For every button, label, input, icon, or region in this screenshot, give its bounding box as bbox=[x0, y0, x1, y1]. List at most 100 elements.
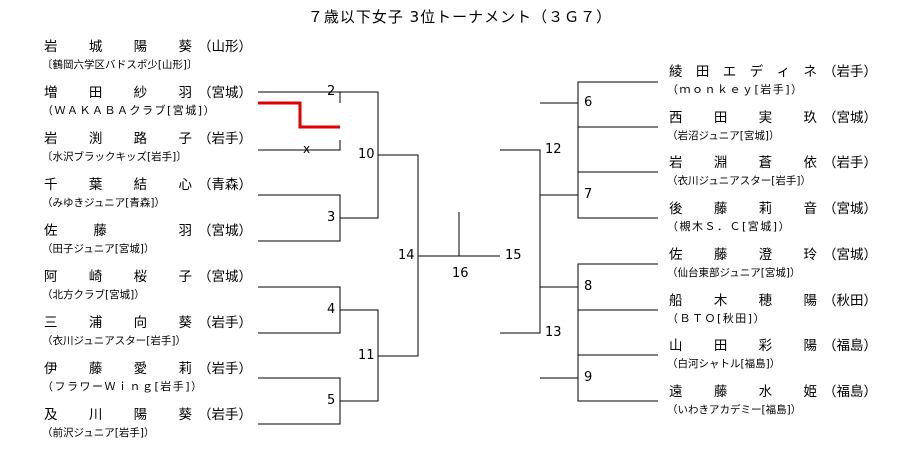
player-entry: 三浦向葵（岩手）（衣川ジュニアスター[岩手]） bbox=[40, 313, 252, 348]
player-prefecture: （宮城） bbox=[198, 269, 252, 285]
player-club: （いわきアカデミー[福島]） bbox=[667, 404, 802, 416]
player-name-char: 藤 bbox=[713, 247, 728, 263]
player-name-char: 葉 bbox=[88, 177, 103, 193]
match-12-number: 12 bbox=[545, 142, 562, 157]
bracket-line bbox=[540, 102, 579, 196]
player-name-char: 城 bbox=[88, 39, 103, 55]
match-7-number: 7 bbox=[584, 187, 593, 202]
player-prefecture: （宮城） bbox=[823, 110, 877, 126]
player-name-char: 実 bbox=[758, 110, 773, 126]
match-6-number: 6 bbox=[584, 95, 593, 110]
player-club: （みゆきジュニア[青森]） bbox=[42, 197, 165, 209]
final-match-number: 16 bbox=[452, 266, 469, 281]
player-name-char: 岩 bbox=[669, 155, 683, 171]
player-name: 綾田エディネ bbox=[669, 62, 817, 82]
player-entry: 岩城陽葵（山形）〔鶴岡六学区バドスポ少[山形]〕 bbox=[40, 37, 252, 72]
player-prefecture: （宮城） bbox=[823, 201, 877, 217]
player-name-char: 岩 bbox=[44, 39, 58, 55]
player-name-char: 田 bbox=[88, 85, 103, 101]
player-name: 阿崎桜子 bbox=[44, 267, 192, 287]
player-entry: 遠藤水姫（福島）（いわきアカデミー[福島]） bbox=[665, 382, 877, 417]
player-prefecture: （岩手） bbox=[198, 315, 252, 331]
player-prefecture: （岩手） bbox=[198, 407, 252, 423]
player-name-char: 愛 bbox=[133, 361, 148, 377]
walkover-mark: x bbox=[303, 142, 311, 156]
player-name: 岩城陽葵 bbox=[44, 37, 192, 57]
player-name-char: 田 bbox=[713, 110, 728, 126]
player-name-char: 羽 bbox=[178, 85, 192, 101]
player-prefecture: （宮城） bbox=[198, 223, 252, 239]
player-name-char: デ bbox=[749, 64, 764, 80]
player-name-char: 崎 bbox=[88, 269, 103, 285]
player-club: （前沢ジュニア[岩手]） bbox=[42, 427, 155, 439]
match-2-number: 2 bbox=[327, 84, 336, 99]
player-name-char: 綾 bbox=[669, 64, 683, 80]
player-name-char: 後 bbox=[669, 201, 683, 217]
player-name: 及川陽葵 bbox=[44, 405, 192, 425]
player-club: （仙台東部ジュニア[宮城]） bbox=[667, 267, 801, 279]
player-name-char: 藤 bbox=[713, 384, 728, 400]
player-name-char: 水 bbox=[758, 384, 773, 400]
player-name-char: 羽 bbox=[178, 223, 192, 239]
player-club: （衣川ジュニアスター[岩手]） bbox=[42, 335, 186, 347]
player-entry: 佐藤澄玲（宮城）（仙台東部ジュニア[宮城]） bbox=[665, 245, 877, 280]
player-name-char: 及 bbox=[44, 407, 58, 423]
player-name-char: 心 bbox=[178, 177, 192, 193]
player-name-char: 姫 bbox=[803, 384, 817, 400]
player-entry: 佐藤羽 （宮城） （田子ジュニア[宮城]） bbox=[40, 221, 252, 256]
player-name-char: 岩 bbox=[44, 131, 58, 147]
player-club: （田子ジュニア[宮城]） bbox=[42, 243, 155, 255]
player-name-char: 穂 bbox=[758, 293, 773, 309]
match-15-number: 15 bbox=[505, 248, 522, 263]
player-club: （フラワーＷｉｎｇ[岩手]） bbox=[42, 380, 204, 393]
bracket-line bbox=[577, 81, 658, 128]
player-name-char: 莉 bbox=[758, 201, 773, 217]
player-name-char: ィ bbox=[776, 64, 791, 80]
player-name-char: 陽 bbox=[803, 338, 817, 354]
player-name-char: 川 bbox=[88, 407, 103, 423]
player-name: 西田実玖 bbox=[669, 108, 817, 128]
match-5-number: 5 bbox=[327, 393, 336, 408]
player-entry: 阿崎桜子（宮城）（北方クラブ[宮城]） bbox=[40, 267, 252, 302]
player-club: 〔水沢ブラックキッズ[岩手]〕 bbox=[42, 151, 187, 163]
player-name-char: 音 bbox=[803, 201, 817, 217]
player-club: （槻木Ｓ．Ｃ[宮城]） bbox=[667, 220, 792, 233]
player-name-char: ネ bbox=[803, 64, 817, 80]
player-club: （岩沼ジュニア[宮城]） bbox=[667, 130, 780, 142]
player-prefecture: （秋田） bbox=[823, 293, 877, 309]
player-name-char: 蒼 bbox=[758, 155, 773, 171]
player-name-char: 田 bbox=[695, 64, 710, 80]
player-name-char: 田 bbox=[713, 338, 728, 354]
player-name-char: 千 bbox=[44, 177, 58, 193]
player-name-char: 桜 bbox=[133, 269, 148, 285]
player-name-char: 佐 bbox=[44, 223, 58, 239]
bracket-line bbox=[500, 149, 541, 334]
player-name-char: 藤 bbox=[88, 361, 103, 377]
player-name-char: 玖 bbox=[803, 110, 817, 126]
match-8-number: 8 bbox=[584, 279, 593, 294]
match-9-number: 9 bbox=[584, 370, 593, 385]
player-name-char: 佐 bbox=[669, 247, 683, 263]
match-4-number: 4 bbox=[327, 302, 336, 317]
player-name-char: 山 bbox=[669, 338, 683, 354]
player-name-char: 木 bbox=[713, 293, 728, 309]
player-entry: 岩渕路子（岩手）〔水沢ブラックキッズ[岩手]〕 bbox=[40, 129, 252, 164]
player-name-char: 三 bbox=[44, 315, 58, 331]
player-name-char: 陽 bbox=[133, 407, 148, 423]
player-name: 佐藤羽 bbox=[44, 221, 192, 241]
player-prefecture: （岩手） bbox=[198, 361, 252, 377]
player-club: 〔鶴岡六学区バドスポ少[山形]〕 bbox=[42, 59, 198, 71]
player-entry: 増田紗羽（宮城）（ＷＡＫＡＢＡクラブ[宮城]） bbox=[40, 83, 252, 118]
player-entry: 山田彩陽（福島）（白河シャトル[福島]） bbox=[665, 336, 877, 371]
bracket-line bbox=[258, 140, 341, 151]
player-prefecture: （青森） bbox=[198, 177, 252, 193]
player-name-char: 結 bbox=[133, 177, 148, 193]
bracket-line bbox=[540, 286, 579, 379]
bracket-line bbox=[577, 171, 658, 219]
page-title: ７歳以下女子 3位トーナメント（３Ｇ７） bbox=[307, 8, 613, 26]
player-club: （ＢＴＯ[秋田]） bbox=[667, 312, 767, 325]
player-prefecture: （福島） bbox=[823, 338, 877, 354]
match-3-number: 3 bbox=[327, 210, 336, 225]
player-name-char: 陽 bbox=[803, 293, 817, 309]
